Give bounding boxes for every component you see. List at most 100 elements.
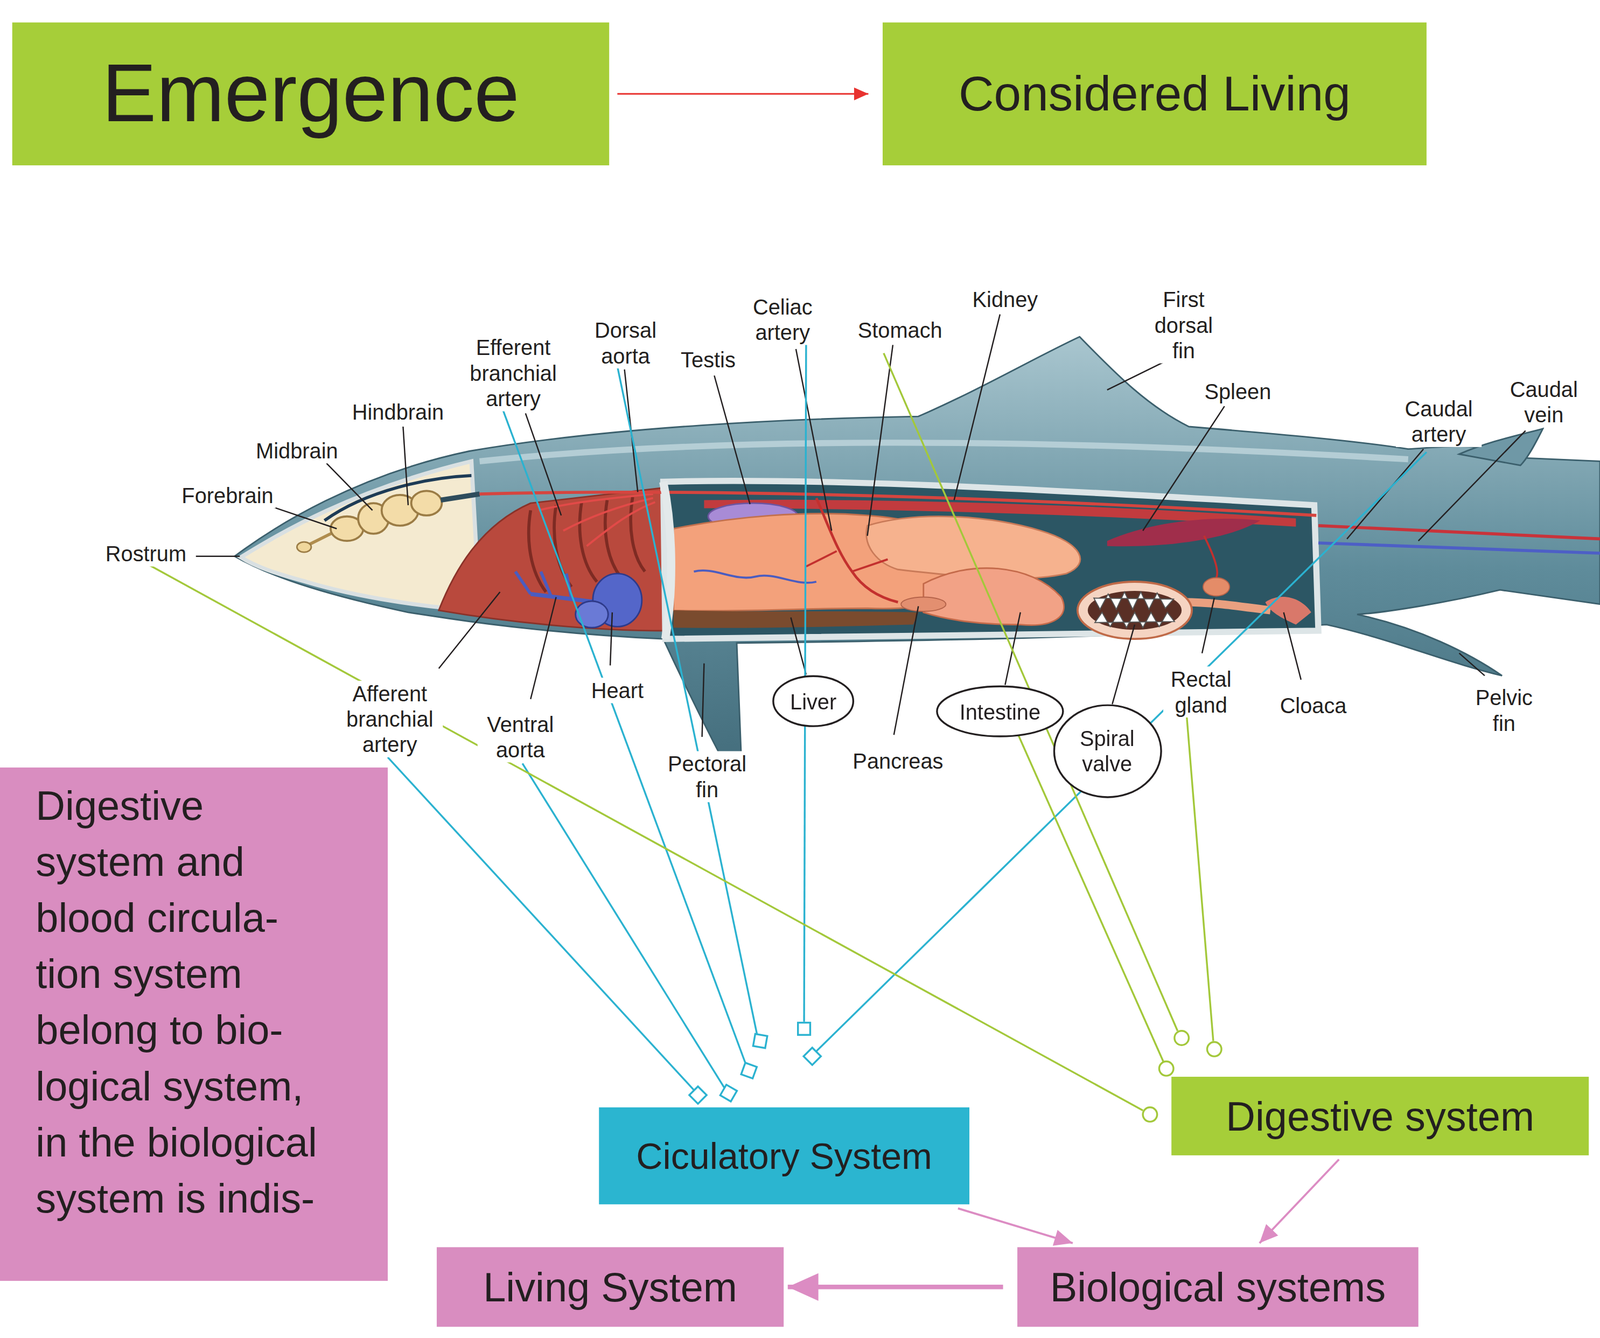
connector-arrow [958, 1207, 1073, 1246]
leader-line [867, 344, 893, 536]
text-block: Ciculatory System [636, 1133, 933, 1178]
leader-line [1112, 624, 1135, 705]
leader-line [795, 348, 832, 531]
text-block: Living System [483, 1262, 738, 1312]
leader-line [702, 663, 705, 737]
spiral-valve-shape [1077, 581, 1192, 639]
gill-arch [579, 501, 597, 582]
connector-arrow [787, 1273, 1004, 1301]
ellipse-shape [937, 686, 1064, 737]
connector-line [787, 1284, 1004, 1290]
rectal-gland-shape [1203, 577, 1230, 596]
pointer-end [741, 1062, 757, 1079]
caudal-vein-vessel [1318, 542, 1600, 554]
pointer-line [387, 757, 694, 1091]
pointer-end [752, 1033, 767, 1048]
box-text: Emergence [101, 44, 520, 143]
pointer-end [720, 1084, 737, 1102]
arrow-head [1259, 1224, 1279, 1243]
organ-label: Kidney [970, 286, 1040, 312]
text-block: Digestive system and blood circula- tion… [35, 777, 330, 1227]
connector-line [1259, 1158, 1339, 1243]
leader-line [1202, 597, 1215, 653]
system-box: Biological systems [1017, 1246, 1419, 1327]
text-block: Biological systems [1050, 1262, 1386, 1312]
leader-line [790, 617, 806, 675]
leader-line [196, 555, 240, 557]
shark-skin [234, 336, 1600, 798]
organ-label: Pectoral fin [661, 751, 753, 803]
skin-highlight [479, 442, 1409, 462]
liver-lobe [673, 610, 919, 628]
olfactory-bulb [296, 541, 312, 553]
connector-arrow [1259, 1158, 1339, 1243]
leader-line [530, 596, 556, 699]
hindbrain-shape [411, 490, 443, 515]
hepatic-vein [693, 570, 816, 583]
leader-line [525, 413, 562, 515]
text-block: Emergence [101, 44, 520, 143]
heart-shape [575, 601, 609, 628]
pointer-end [1174, 1030, 1190, 1046]
organ-label: Celiac artery [742, 294, 823, 346]
text-block: Digestive system [1225, 1091, 1535, 1141]
organ-label: Hindbrain [350, 399, 446, 425]
artery [563, 498, 654, 531]
organ-label: Pancreas [850, 748, 946, 774]
organ-label: Ventral aorta [477, 711, 564, 763]
organ-label: Rostrum [103, 540, 189, 567]
organ-label: Forebrain [179, 482, 276, 508]
leader-line [326, 463, 373, 510]
organ-label: Spiral valve [1071, 725, 1143, 777]
pointer-end [1142, 1107, 1158, 1122]
gill-arch [554, 505, 572, 588]
caudal-artery-vessel [1318, 525, 1600, 540]
note-box: Digestive system and blood circula- tion… [0, 767, 388, 1281]
organ-label: Pelvic fin [1470, 684, 1538, 736]
pointer-line [883, 353, 1178, 1031]
circulatory-pointers [387, 341, 1427, 1104]
box-text: Living System [483, 1262, 738, 1312]
leader-line [714, 375, 750, 505]
pointer-end [1207, 1042, 1222, 1057]
vein [515, 571, 531, 595]
organ-label: Caudal vein [1503, 376, 1585, 428]
pancreas-shape [900, 596, 946, 612]
organ-label: Afferent branchial artery [336, 680, 443, 758]
organ-label: Midbrain [253, 437, 340, 464]
pointer-line [1186, 716, 1214, 1041]
text-block: Considered Living [958, 64, 1351, 124]
arrow-head [854, 87, 869, 101]
intestine-shape [923, 568, 1065, 626]
arrow-head [1052, 1229, 1073, 1246]
organ-label: Rectal gland [1163, 666, 1239, 718]
ellipse-shape [1053, 704, 1161, 798]
afferent-vessels [515, 571, 572, 598]
leader-line [1418, 430, 1526, 542]
organ-label: Efferent branchial artery [460, 334, 567, 411]
leader-line [402, 426, 408, 506]
leader-line [1283, 612, 1302, 680]
connector-line [617, 93, 869, 95]
circled-label: Intestine [935, 685, 1065, 737]
system-box: Ciculatory System [598, 1107, 970, 1205]
leader-line [893, 605, 919, 735]
ellipse-outline [1052, 703, 1162, 798]
concept-box: Considered Living [882, 22, 1427, 166]
pointer-end [1158, 1061, 1174, 1077]
colon-tube [1183, 602, 1271, 611]
ellipse-shape [773, 675, 854, 726]
pointer-end [689, 1086, 707, 1104]
box-text: Ciculatory System [636, 1133, 933, 1178]
text-block: Intestine [959, 698, 1041, 724]
leader-line [267, 505, 337, 529]
circled-label: Liver [772, 675, 855, 727]
pointer-end [798, 1022, 811, 1036]
system-box: Living System [436, 1246, 784, 1327]
arrow-head [787, 1273, 819, 1301]
cloaca-shape [1265, 596, 1312, 625]
artery [586, 501, 655, 546]
box-text: Biological systems [1050, 1262, 1386, 1312]
box-text: Considered Living [958, 64, 1351, 124]
